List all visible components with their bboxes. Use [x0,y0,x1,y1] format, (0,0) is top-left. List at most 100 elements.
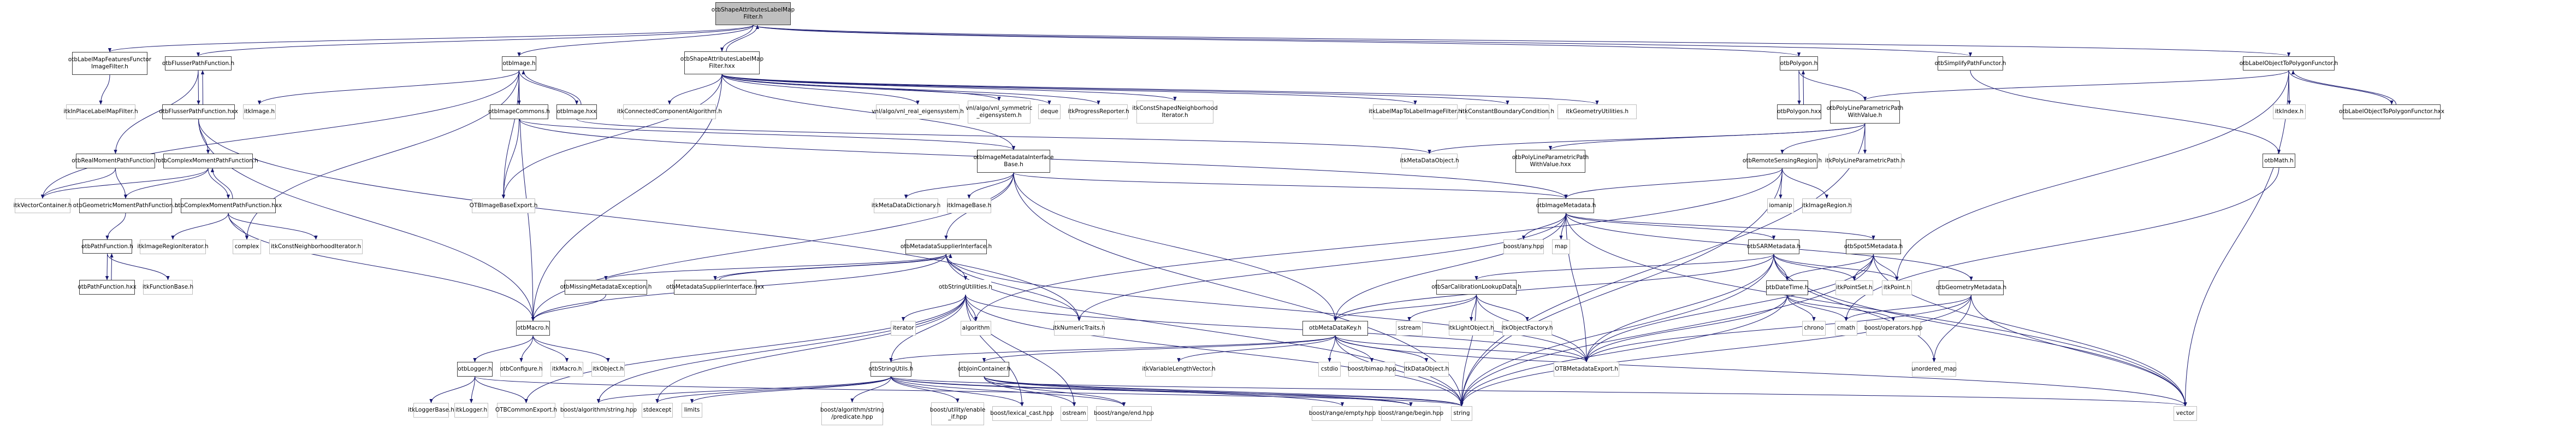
node-pathfunchxx[interactable]: otbPathFunction.hxx [78,280,137,295]
node-labelobj[interactable]: otbLabelObjectToPolygonFunctor.h [2240,56,2338,71]
node-itkobject: itkObject.h [591,362,625,377]
node-numerictraits: itkNumericTraits.h [1053,321,1105,336]
node-pointset: itkPointSet.h [1835,280,1873,295]
node-sarmeta[interactable]: otbSARMetadata.h [1747,239,1801,254]
node-complexmoment[interactable]: otbComplexMomentPathFunction.h [158,154,258,168]
edge-strutilities-to-stdexcept [655,294,966,403]
node-dataobject: itkDataObject.h [1404,362,1449,377]
edge-flusserhxx-to-numerictraits [198,119,1081,321]
edge-otbmath-to-cmath [1844,167,2279,321]
node-imimbase[interactable]: otbImageMetadataInterface Base.h [974,150,1053,173]
node-algorithm: algorithm [961,321,991,336]
edge-metadatakey-to-joincontainer [982,335,1336,362]
edge-polygon-to-polyline [1798,70,1867,101]
node-polylinehxx[interactable]: otbPolyLineParametricPath WithValue.hxx [1512,150,1589,173]
edge-otblogger-to-itklogger [469,376,475,403]
edge-otbmacro-to-otbconfigure [519,335,534,362]
edge-polyline-to-string [1460,123,1866,407]
edge-labelobj-to-itkpoint [1895,70,2289,281]
node-geomoment[interactable]: otbGeometricMomentPathFunction.h [73,198,178,213]
node-regioniter: itkImageRegionIterator.h [137,239,209,254]
node-rsregion[interactable]: otbRemoteSensingRegion.h [1743,154,1822,168]
edge-labelobj-to-labelobjhxx [2288,70,2394,105]
node-polygonhxx[interactable]: otbPolygon.hxx [1777,104,1821,119]
edge-otblogger-to-loggerbase [429,376,475,403]
node-otbimagehxx[interactable]: otbImage.hxx [556,104,597,119]
node-geometa[interactable]: otbGeometryMetadata.h [1936,280,2006,295]
node-deque: deque [1038,104,1061,119]
edge-pathfunc-to-pathfunchxx [105,253,109,280]
edge-sarmeta-to-metadatakey [1333,254,1774,321]
edge-geometa-to-cmath [1844,295,1971,321]
node-pathfunc[interactable]: otbPathFunction.h [81,239,133,254]
node-ostream: ostream [1061,406,1088,421]
node-strutilities[interactable]: otbStringUtilities.h [939,280,992,295]
edge-otbmacro-to-otblogger [473,335,534,362]
node-cmath: cmath [1835,321,1857,336]
node-shapehxx[interactable]: otbShapeAttributesLabelMap Filter.hxx [680,51,763,74]
edge-complexmomenthxx-to-complexmoment [210,168,233,199]
node-connected: itkConnectedComponentAlgorithm.h [617,104,722,119]
node-progress: itkProgressReporter.h [1068,104,1129,119]
edge-imagemetadata-to-sarmeta [1566,213,1776,240]
node-stdexcept: stdexcept [642,403,673,418]
edge-polyline-to-rsregion [1780,123,1866,154]
edge-sarmeta-to-unorderedmap [1773,254,1936,362]
node-sarcal[interactable]: otbSarCalibrationLookupData.h [1431,280,1521,295]
node-itkmacro: itkMacro.h [550,362,583,377]
node-polyline[interactable]: otbPolyLineParametricPath WithValue.h [1827,101,1903,124]
edge-joincontainer-to-string [984,376,1464,407]
edge-strutils-to-boostalgostr [596,376,891,403]
node-cstdio: cstdio [1318,362,1341,377]
node-realmoment[interactable]: otbRealMomentPathFunction.h [72,154,159,168]
node-polygon[interactable]: otbPolygon.h [1780,56,1818,71]
edge-strutilities-to-algorithm [965,294,978,321]
node-datetime[interactable]: otbDateTime.h [1766,280,1809,295]
node-mdsupplier[interactable]: otbMetadataSupplierInterface.h [901,239,992,254]
node-joincontainer[interactable]: otbJoinContainer.h [958,362,1010,377]
node-imagemetadata[interactable]: otbImageMetadata.h [1536,198,1596,213]
edge-sarcal-to-sstream [1407,294,1477,321]
node-otblogger[interactable]: otbLogger.h [457,362,493,377]
node-missingmd[interactable]: otbMissingMetadataException.h [560,280,652,295]
node-metadatakey[interactable]: otbMetaDataKey.h [1302,321,1368,336]
node-spot5[interactable]: otbSpot5Metadata.h [1844,239,1903,254]
edge-labelobjhxx-to-labelobj [2291,70,2396,105]
node-root[interactable]: otbShapeAttributesLabelMap Filter.h [712,2,795,25]
edge-labelmapfeat-to-inplace [99,74,110,105]
node-otbmacro[interactable]: otbMacro.h [516,321,550,336]
node-chrono: chrono [1802,321,1826,336]
edge-shapehxx-to-constshaped [721,74,1177,101]
edge-strutils-to-boostpred [850,376,891,403]
node-strutils[interactable]: otbStringUtils.h [869,362,913,377]
node-metadataobject: itkMetaDataObject.h [1400,154,1459,168]
edge-strutilities-to-string [965,294,1464,407]
edge-otbimage-to-otbimagehxx [519,70,579,105]
node-imagebaseexport: OTBImageBaseExport.h [470,198,537,213]
node-imagecommons[interactable]: otbImageCommons.h [488,104,550,119]
edge-strutils-to-rangebegin [891,376,1413,407]
edge-strutilities-to-strutils [889,294,966,362]
node-otbmath[interactable]: otbMath.h [2263,154,2295,168]
node-flusserhxx[interactable]: otbFlusserPathFunction.hxx [159,104,238,119]
node-simplify[interactable]: otbSimplifyPathFunctor.h [1935,56,2006,71]
edge-rsregion-to-imageregion [1782,168,1829,199]
node-mdsupplierhxx[interactable]: otbMetadataSupplierInterface.hxx [666,280,764,295]
edge-imimbase-to-imagebase [967,172,1014,199]
node-complexmomenthxx[interactable]: otbComplexMomentPathFunction.hxx [175,198,282,213]
node-otbimage[interactable]: otbImage.h [502,56,536,71]
edge-joincontainer-to-rangebegin [984,376,1413,407]
edge-sarmeta-to-metadataexport [1584,254,1774,362]
node-vector: vector [2174,406,2197,421]
edge-flusserhxx-to-otbmacro [198,119,535,321]
node-labelobjhxx[interactable]: otbLabelObjectToPolygonFunctor.hxx [2339,104,2444,119]
edge-mdsupplier-to-numerictraits [946,254,1081,321]
edge-complexmoment-to-complexmomenthxx [208,168,230,199]
edge-sarmeta-to-string [1460,254,1774,407]
node-flusser[interactable]: otbFlusserPathFunction.h [162,56,234,71]
node-objectfactory: itkObjectFactory.h [1501,321,1553,336]
edges-layer [40,25,2396,407]
node-bimap: boost/bimap.hpp [1348,362,1396,377]
node-labelmapfeat[interactable]: otbLabelMapFeaturesFunctor ImageFilter.h [68,52,151,75]
edge-strutils-to-stdexcept [655,376,891,403]
